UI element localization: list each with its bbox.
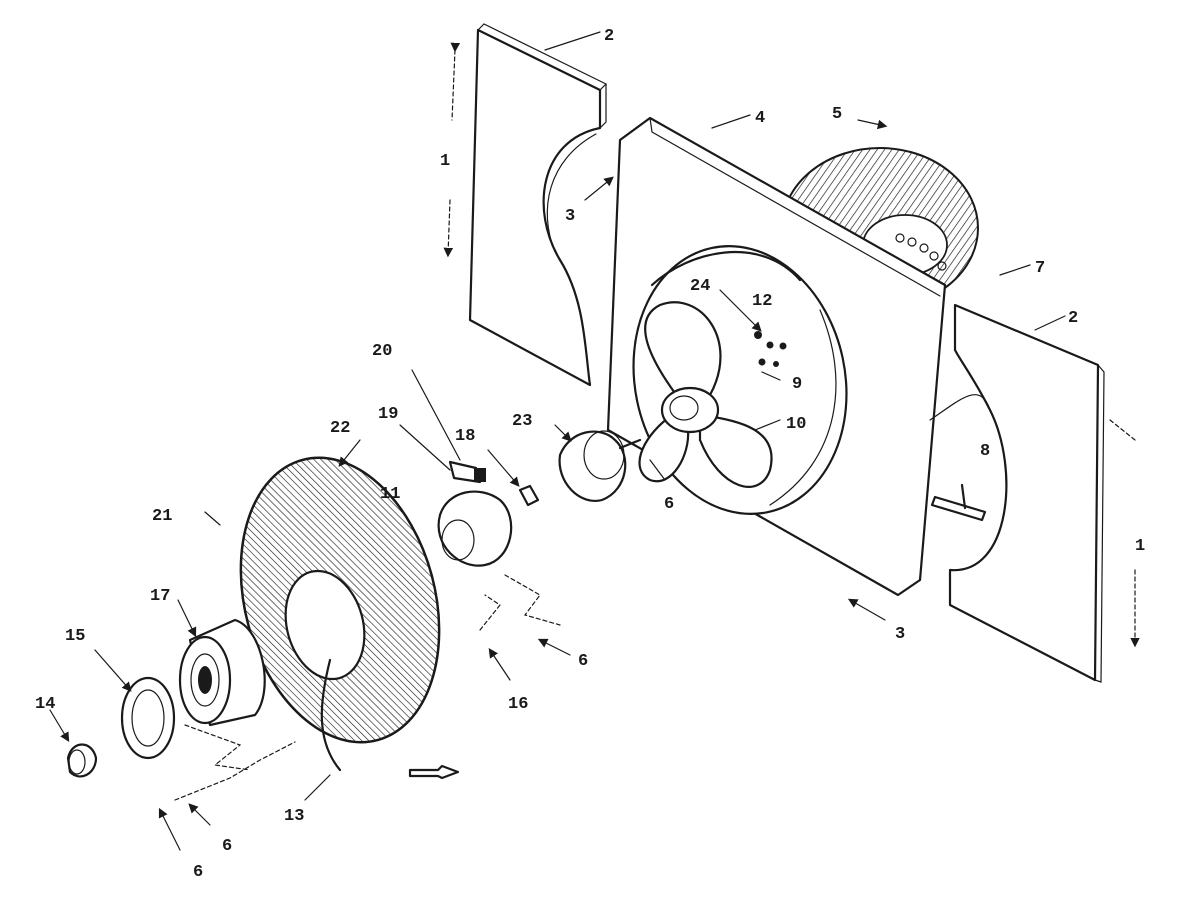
- callout-5: 5: [832, 105, 842, 124]
- callout-12: 12: [752, 292, 772, 311]
- callout-23: 23: [512, 412, 532, 431]
- callout-20: 20: [372, 342, 392, 361]
- callout-17: 17: [150, 587, 170, 606]
- side-panel-right: [929, 303, 1105, 683]
- callout-15: 15: [65, 627, 85, 646]
- callout-3-left: 3: [565, 207, 575, 226]
- callout-7: 7: [1035, 259, 1045, 278]
- callout-11: 11: [380, 485, 400, 504]
- callout-6-d: 6: [193, 863, 203, 882]
- callout-2-top: 2: [604, 27, 614, 46]
- callout-3-bottom: 3: [895, 625, 905, 644]
- callout-22: 22: [330, 419, 350, 438]
- bracket: [930, 483, 987, 522]
- washer: [120, 676, 176, 760]
- callout-8: 8: [980, 442, 990, 461]
- hub: [178, 618, 266, 727]
- side-panel-left: [468, 23, 608, 387]
- callout-10: 10: [786, 415, 806, 434]
- callout-6-c: 6: [222, 837, 232, 856]
- leader-lines: [49, 31, 1140, 851]
- callout-6-a: 6: [664, 495, 674, 514]
- callout-21: 21: [152, 507, 172, 526]
- callout-4: 4: [755, 109, 765, 128]
- callout-labels: 1 2 3 4 5 7 2 24 12 9 10 8 1 3 6 23 20 1…: [35, 27, 1145, 882]
- capacitor: [437, 490, 513, 567]
- callout-6-b: 6: [578, 652, 588, 671]
- fan-blade: [638, 301, 773, 488]
- callout-24: 24: [690, 277, 710, 296]
- callout-16: 16: [508, 695, 528, 714]
- callout-1-left: 1: [440, 152, 450, 171]
- callout-13: 13: [284, 807, 304, 826]
- callout-18: 18: [455, 427, 475, 446]
- callout-14: 14: [35, 695, 55, 714]
- knob: [66, 743, 98, 778]
- front-grille: [239, 456, 441, 772]
- screw: [408, 764, 460, 780]
- callout-9: 9: [792, 375, 802, 394]
- callout-1-right: 1: [1135, 537, 1145, 556]
- callout-19: 19: [378, 405, 398, 424]
- callout-2-right: 2: [1068, 309, 1078, 328]
- small-parts: [448, 460, 540, 507]
- motor: [558, 430, 642, 503]
